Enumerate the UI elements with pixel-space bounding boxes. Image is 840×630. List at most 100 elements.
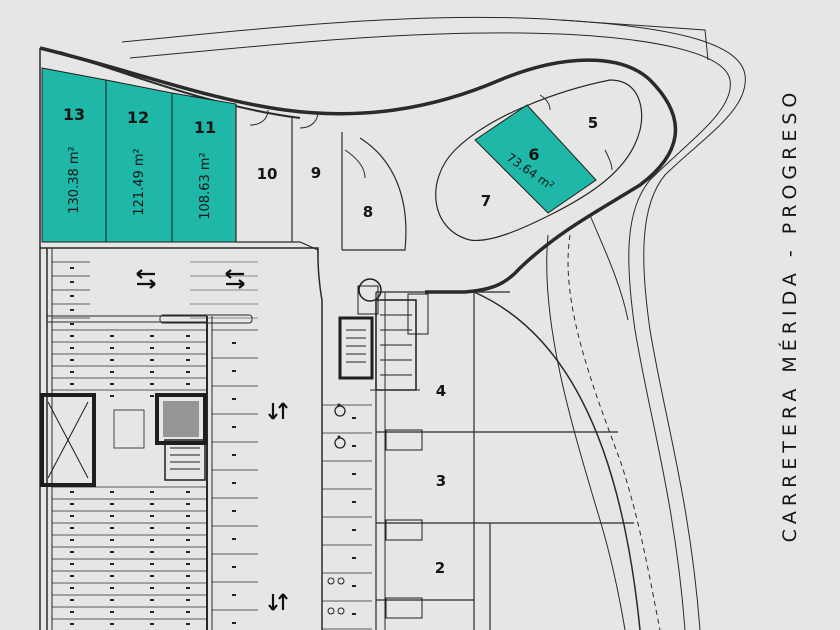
stall-mark <box>186 335 190 337</box>
motorcycle-icon <box>327 607 345 615</box>
two-way-arrow-icon <box>225 269 245 289</box>
stall-mark <box>186 539 190 541</box>
stall-mark <box>232 342 236 344</box>
stall-mark <box>352 501 356 503</box>
stall-mark <box>352 529 356 531</box>
stall-mark <box>186 383 190 385</box>
accessibility-markers <box>327 403 346 615</box>
stall-mark <box>150 599 154 601</box>
stall-mark <box>232 622 236 624</box>
unit-9-label: 9 <box>311 164 321 182</box>
stall-mark <box>110 587 114 589</box>
stall-mark <box>70 563 74 565</box>
stall-mark <box>70 539 74 541</box>
stairs-icon <box>164 439 206 481</box>
stall-mark <box>352 557 356 559</box>
unit-5-label: 5 <box>588 114 598 132</box>
stall-mark <box>110 539 114 541</box>
unit-6-highlight[interactable] <box>474 104 597 214</box>
stall-mark <box>232 538 236 540</box>
stall-mark <box>232 370 236 372</box>
stall-mark <box>150 575 154 577</box>
stall-mark <box>186 491 190 493</box>
unit-6-label: 6 <box>528 145 539 164</box>
stall-mark <box>150 359 154 361</box>
lower-units <box>370 291 641 630</box>
elevator-icon <box>163 401 199 437</box>
stall-mark <box>70 623 74 625</box>
stall-mark <box>186 503 190 505</box>
stall-mark <box>70 599 74 601</box>
stall-mark <box>110 515 114 517</box>
stall-mark <box>70 295 74 297</box>
unit-13-label: 13 <box>63 105 85 124</box>
stall-mark <box>352 473 356 475</box>
unit-11-area: 108.63 m² <box>198 152 213 220</box>
elevator-core <box>40 393 207 487</box>
two-way-arrow-icon <box>268 402 288 420</box>
stall-mark <box>150 611 154 613</box>
stall-mark <box>186 587 190 589</box>
stall-mark <box>70 371 74 373</box>
stall-mark <box>110 503 114 505</box>
stall-mark <box>70 281 74 283</box>
unit-4-label: 4 <box>436 382 446 400</box>
stall-mark <box>110 599 114 601</box>
unit-12-area: 121.49 m² <box>132 148 147 216</box>
stall-mark <box>70 575 74 577</box>
stall-mark <box>150 503 154 505</box>
stall-mark <box>232 510 236 512</box>
stall-mark <box>70 551 74 553</box>
wheelchair-icon <box>334 435 346 449</box>
road-outline <box>121 16 746 630</box>
stall-mark <box>232 454 236 456</box>
stall-mark <box>70 503 74 505</box>
stall-mark <box>186 623 190 625</box>
stall-mark <box>150 491 154 493</box>
stall-mark <box>150 623 154 625</box>
driveway-loop <box>39 46 678 294</box>
stall-mark <box>150 587 154 589</box>
motorcycle-icon <box>327 577 345 585</box>
two-way-arrow-icon <box>136 269 156 289</box>
unit-7-label: 7 <box>481 192 491 210</box>
stall-mark <box>232 594 236 596</box>
stall-mark <box>110 551 114 553</box>
stall-mark <box>186 515 190 517</box>
parking-structure <box>39 48 323 630</box>
unit-12-label: 12 <box>127 108 149 127</box>
highlighted-units <box>41 67 597 243</box>
stall-mark <box>232 426 236 428</box>
stall-mark <box>186 551 190 553</box>
stall-mark <box>150 335 154 337</box>
stall-mark <box>70 491 74 493</box>
unit-2-label: 2 <box>435 559 445 577</box>
stall-mark <box>150 551 154 553</box>
stall-mark <box>186 359 190 361</box>
stall-mark <box>352 613 356 615</box>
stall-mark <box>232 398 236 400</box>
stall-mark <box>110 347 114 349</box>
stall-mark <box>150 527 154 529</box>
stall-mark <box>150 539 154 541</box>
stall-mark <box>150 371 154 373</box>
stall-mark <box>150 347 154 349</box>
stall-mark <box>110 371 114 373</box>
stall-mark <box>232 566 236 568</box>
stall-mark <box>352 585 356 587</box>
stall-mark <box>352 417 356 419</box>
stall-mark <box>70 587 74 589</box>
stall-mark <box>150 515 154 517</box>
stall-mark <box>70 267 74 269</box>
stall-mark <box>186 563 190 565</box>
stall-mark <box>352 445 356 447</box>
stall-mark <box>70 309 74 311</box>
unit-10-label: 10 <box>257 165 278 183</box>
stall-mark <box>186 599 190 601</box>
two-way-arrow-icon <box>268 593 288 611</box>
stall-mark <box>186 575 190 577</box>
stall-mark <box>110 575 114 577</box>
wheelchair-icon <box>334 403 346 417</box>
stall-mark <box>70 611 74 613</box>
